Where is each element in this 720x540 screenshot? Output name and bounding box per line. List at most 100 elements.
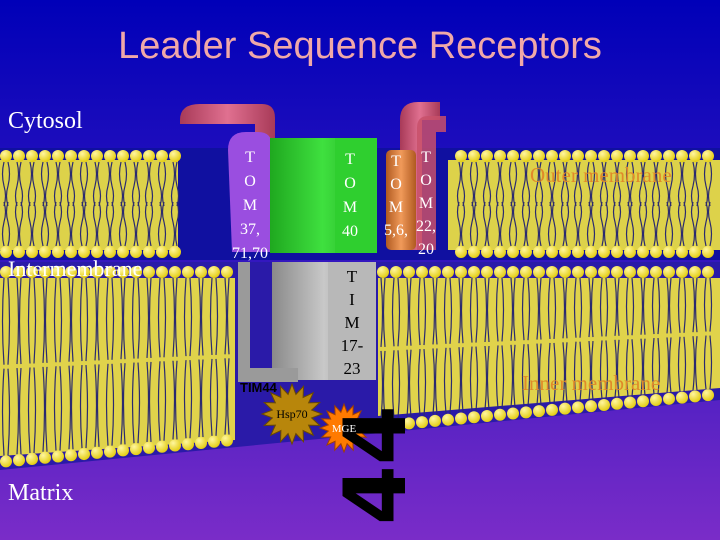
- lipid-head: [468, 411, 480, 424]
- lipid-tail: [651, 277, 661, 395]
- lipid-head: [650, 394, 662, 407]
- lipid-tail: [562, 277, 568, 403]
- lipid-head: [91, 150, 103, 162]
- hsp70-label: Hsp70: [276, 407, 307, 421]
- lipid-head: [52, 150, 64, 162]
- lipid-tail: [625, 277, 635, 397]
- lipid-tail: [16, 277, 22, 455]
- lipid-tail: [94, 277, 100, 447]
- protein-label-line: I: [349, 290, 355, 309]
- lipid-head: [416, 266, 428, 278]
- lipid-tail: [469, 277, 479, 412]
- membrane-core: [0, 278, 235, 456]
- lipid-tail: [27, 201, 37, 247]
- protein-label-line: M: [344, 313, 359, 332]
- lipid-head: [130, 266, 142, 278]
- lipid-tail: [157, 161, 167, 207]
- lipid-tail: [42, 277, 48, 452]
- lipid-head: [624, 246, 636, 258]
- lipid-tail: [118, 161, 128, 207]
- lipid-head: [455, 150, 467, 162]
- lipid-tail: [14, 161, 24, 207]
- outer-membrane-heads-top: [0, 150, 714, 162]
- lipid-tail: [27, 161, 37, 207]
- lipid-head: [156, 150, 168, 162]
- lipid-head: [91, 266, 103, 278]
- lipid-head: [533, 150, 545, 162]
- lipid-head: [429, 266, 441, 278]
- lipid-tail: [534, 161, 544, 207]
- lipid-head: [65, 150, 77, 162]
- lipid-tail: [469, 161, 479, 207]
- page-title: Leader Sequence Receptors: [118, 25, 602, 67]
- outer-membrane-tails-bottom: [1, 201, 713, 247]
- protein-label-line: T: [245, 149, 255, 166]
- lipid-tail: [586, 201, 596, 247]
- lipid-head: [52, 246, 64, 258]
- label-matrix: Matrix: [8, 480, 73, 506]
- lipid-head: [117, 444, 129, 457]
- lipid-tail: [1, 161, 11, 207]
- lipid-tail: [521, 201, 531, 247]
- lipid-head: [598, 266, 610, 278]
- lipid-head: [182, 438, 194, 451]
- inner-membrane: [0, 262, 720, 470]
- lipid-tail: [105, 161, 115, 207]
- lipid-head: [494, 150, 506, 162]
- lipid-tail: [79, 201, 89, 247]
- lipid-head: [52, 450, 64, 463]
- lipid-tail: [391, 277, 401, 419]
- lipid-head: [117, 150, 129, 162]
- protein-label-line: T: [347, 267, 358, 286]
- lipid-head: [689, 266, 701, 278]
- tom5-6-subunit: [386, 150, 416, 250]
- lipid-head: [130, 150, 142, 162]
- lipid-tail: [495, 161, 505, 207]
- protein-label-line: 37,: [240, 221, 260, 238]
- lipid-head: [52, 266, 64, 278]
- lipid-tail: [534, 201, 544, 247]
- lipid-tail: [508, 161, 518, 207]
- protein-label-line: O: [244, 173, 256, 190]
- lipid-head: [520, 406, 532, 419]
- lipid-tail: [14, 201, 24, 247]
- lipid-head: [455, 412, 467, 425]
- lipid-tail: [599, 161, 609, 207]
- protein-label-line: O: [420, 172, 432, 189]
- lipid-head: [377, 419, 389, 432]
- lipid-head: [91, 246, 103, 258]
- lipid-tail: [68, 277, 74, 450]
- membrane-core: [378, 278, 720, 416]
- lipid-head: [13, 454, 25, 467]
- lipid-tail: [612, 161, 622, 207]
- lipid-tail: [198, 277, 204, 438]
- membrane-core: [448, 160, 720, 250]
- lipid-head: [585, 400, 597, 413]
- lipid-tail: [144, 161, 154, 207]
- lipid-head: [533, 405, 545, 418]
- lipid-head: [117, 266, 129, 278]
- lipid-tail: [666, 277, 672, 393]
- lipid-tail: [638, 201, 648, 247]
- protein-label-line: T: [345, 151, 355, 168]
- lipid-tail: [482, 161, 492, 207]
- lipid-tail: [536, 277, 542, 406]
- protein-label-line: 22,: [416, 218, 436, 235]
- lipid-tail: [443, 277, 453, 414]
- lipid-head: [481, 150, 493, 162]
- lipid-head: [689, 246, 701, 258]
- lipid-head: [455, 266, 467, 278]
- lipid-tail: [432, 277, 438, 415]
- lipid-head: [39, 266, 51, 278]
- lipid-head: [65, 266, 77, 278]
- lipid-head: [39, 150, 51, 162]
- lipid-tail: [27, 277, 37, 454]
- lipid-tail: [703, 201, 713, 247]
- tim44-bracket: [238, 262, 250, 380]
- lipid-tail: [146, 277, 152, 442]
- lipid-tail: [651, 201, 661, 247]
- tim44-label: TIM44: [240, 380, 278, 395]
- lipid-tail: [508, 201, 518, 247]
- label-inner-membrane: Inner membrane: [522, 371, 660, 395]
